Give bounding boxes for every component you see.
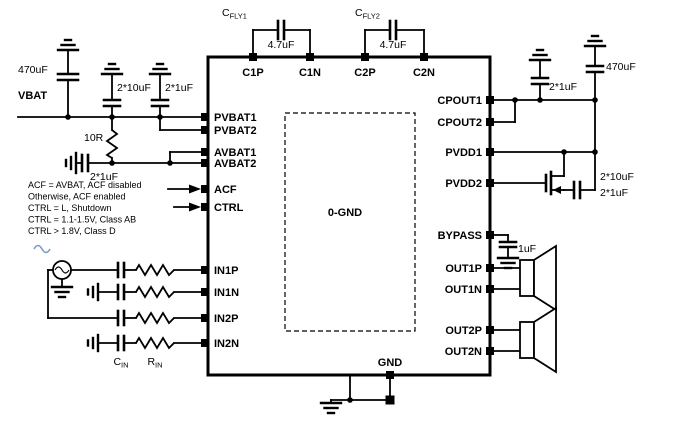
pin-label-avbat2: AVBAT2 bbox=[214, 158, 256, 170]
pin-label-gnd: GND bbox=[378, 357, 403, 369]
ground-icon bbox=[86, 282, 100, 302]
resistor-icon bbox=[135, 263, 175, 277]
acf-input-arrow-icon bbox=[189, 184, 201, 194]
pin-label-pvbat2: PVBAT2 bbox=[214, 125, 257, 137]
resistor-icon bbox=[105, 129, 119, 159]
pin-label-cpout1: CPOUT1 bbox=[437, 95, 482, 107]
component-labels: VBAT 470uF 2*10uF 2*1uF 10R 2*1uF CFLY1 … bbox=[18, 7, 636, 370]
cfly1-value: 4.7uF bbox=[268, 39, 295, 51]
resistor-10r-label: 10R bbox=[84, 132, 104, 144]
pin-label-c2n: C2N bbox=[413, 67, 435, 79]
mosfet-icon bbox=[544, 151, 575, 196]
core-label: 0-GND bbox=[328, 207, 362, 219]
ground-icon bbox=[100, 62, 124, 76]
note-line: Otherwise, ACF enabled bbox=[28, 192, 126, 202]
pin-label-pvbat1: PVBAT1 bbox=[214, 112, 257, 124]
ground-icon bbox=[528, 48, 552, 62]
cap-470uf-right-label: 470uF bbox=[606, 61, 636, 73]
cin-label: CIN bbox=[113, 356, 128, 370]
sine-symbol-icon bbox=[33, 244, 51, 254]
pin-label-in1n: IN1N bbox=[214, 287, 239, 299]
pin-label-pvdd2: PVDD2 bbox=[445, 178, 482, 190]
pin-label-bypass: BYPASS bbox=[438, 230, 482, 242]
zero-gnd-dashed-box bbox=[284, 112, 416, 332]
cfly2-value: 4.7uF bbox=[380, 39, 407, 51]
ground-icon bbox=[319, 401, 343, 415]
vbat-label: VBAT bbox=[18, 90, 47, 102]
gnd-junction-pad bbox=[385, 395, 395, 405]
cfly1-label: CFLY1 bbox=[222, 7, 247, 21]
pin-label-c1p: C1P bbox=[242, 67, 263, 79]
pin-label-c1n: C1N bbox=[299, 67, 321, 79]
junction-dots bbox=[65, 97, 598, 403]
ac-source-icon bbox=[52, 260, 72, 280]
pin-label-c2p: C2P bbox=[354, 67, 375, 79]
pin-label-out1p: OUT1P bbox=[445, 263, 482, 275]
ic-body: 0-GND bbox=[206, 55, 492, 377]
pin-label-in1p: IN1P bbox=[214, 265, 238, 277]
rin-label: RIN bbox=[147, 356, 162, 370]
ic-outline bbox=[206, 55, 492, 377]
cap-2x10uf-left-label: 2*10uF bbox=[117, 82, 151, 94]
pin-label-in2p: IN2P bbox=[214, 313, 238, 325]
cap-2x1uf-left-label: 2*1uF bbox=[165, 82, 193, 94]
cap-bypass-label: 1uF bbox=[518, 243, 536, 255]
pin-label-ctrl: CTRL bbox=[214, 202, 244, 214]
ground-icon bbox=[50, 285, 74, 299]
resistor-icon bbox=[135, 336, 175, 350]
note-line: ACF = AVBAT, ACF disabled bbox=[28, 180, 141, 190]
pin-label-pvdd1: PVDD1 bbox=[445, 147, 482, 159]
cap-2x10uf-pvdd-label: 2*10uF bbox=[600, 171, 634, 183]
cfly2-label: CFLY2 bbox=[355, 7, 380, 21]
resistor-icon bbox=[135, 285, 175, 299]
pin-label-out2n: OUT2N bbox=[445, 346, 482, 358]
pin-label-out1n: OUT1N bbox=[445, 284, 482, 296]
ground-icon bbox=[56, 38, 80, 52]
speaker-icon bbox=[519, 306, 557, 374]
cap-2x1uf-right-label: 2*1uF bbox=[549, 81, 577, 93]
ctrl-input-arrow-icon bbox=[189, 202, 201, 212]
resistor-icon bbox=[135, 311, 175, 325]
cap-2x1uf-pvdd-label: 2*1uF bbox=[600, 187, 628, 199]
pin-label-avbat1: AVBAT1 bbox=[214, 147, 256, 159]
note-line: CTRL = L, Shutdown bbox=[28, 203, 111, 213]
pin-label-in2n: IN2N bbox=[214, 338, 239, 350]
pin-label-cpout2: CPOUT2 bbox=[437, 117, 482, 129]
cap-2x1uf-avbat-label: 2*1uF bbox=[90, 171, 118, 183]
ground-icon bbox=[86, 333, 100, 353]
ground-icon bbox=[583, 34, 607, 48]
ground-icon bbox=[64, 151, 78, 175]
pin-labels: PVBAT1 PVBAT2 AVBAT1 AVBAT2 ACF CTRL IN1… bbox=[214, 67, 482, 369]
ground-icon bbox=[148, 62, 172, 76]
cap-470uf-left-label: 470uF bbox=[18, 64, 48, 76]
pin-label-acf: ACF bbox=[214, 184, 237, 196]
speaker-icon bbox=[519, 244, 557, 312]
pin-label-out2p: OUT2P bbox=[445, 325, 482, 337]
pin-pads bbox=[201, 53, 494, 405]
note-line: CTRL > 1.8V, Class D bbox=[28, 226, 116, 236]
wires bbox=[17, 19, 607, 415]
ground-icon bbox=[496, 256, 520, 270]
note-line: CTRL = 1.1-1.5V, Class AB bbox=[28, 215, 136, 225]
notes-block: ACF = AVBAT, ACF disabled Otherwise, ACF… bbox=[28, 180, 141, 236]
